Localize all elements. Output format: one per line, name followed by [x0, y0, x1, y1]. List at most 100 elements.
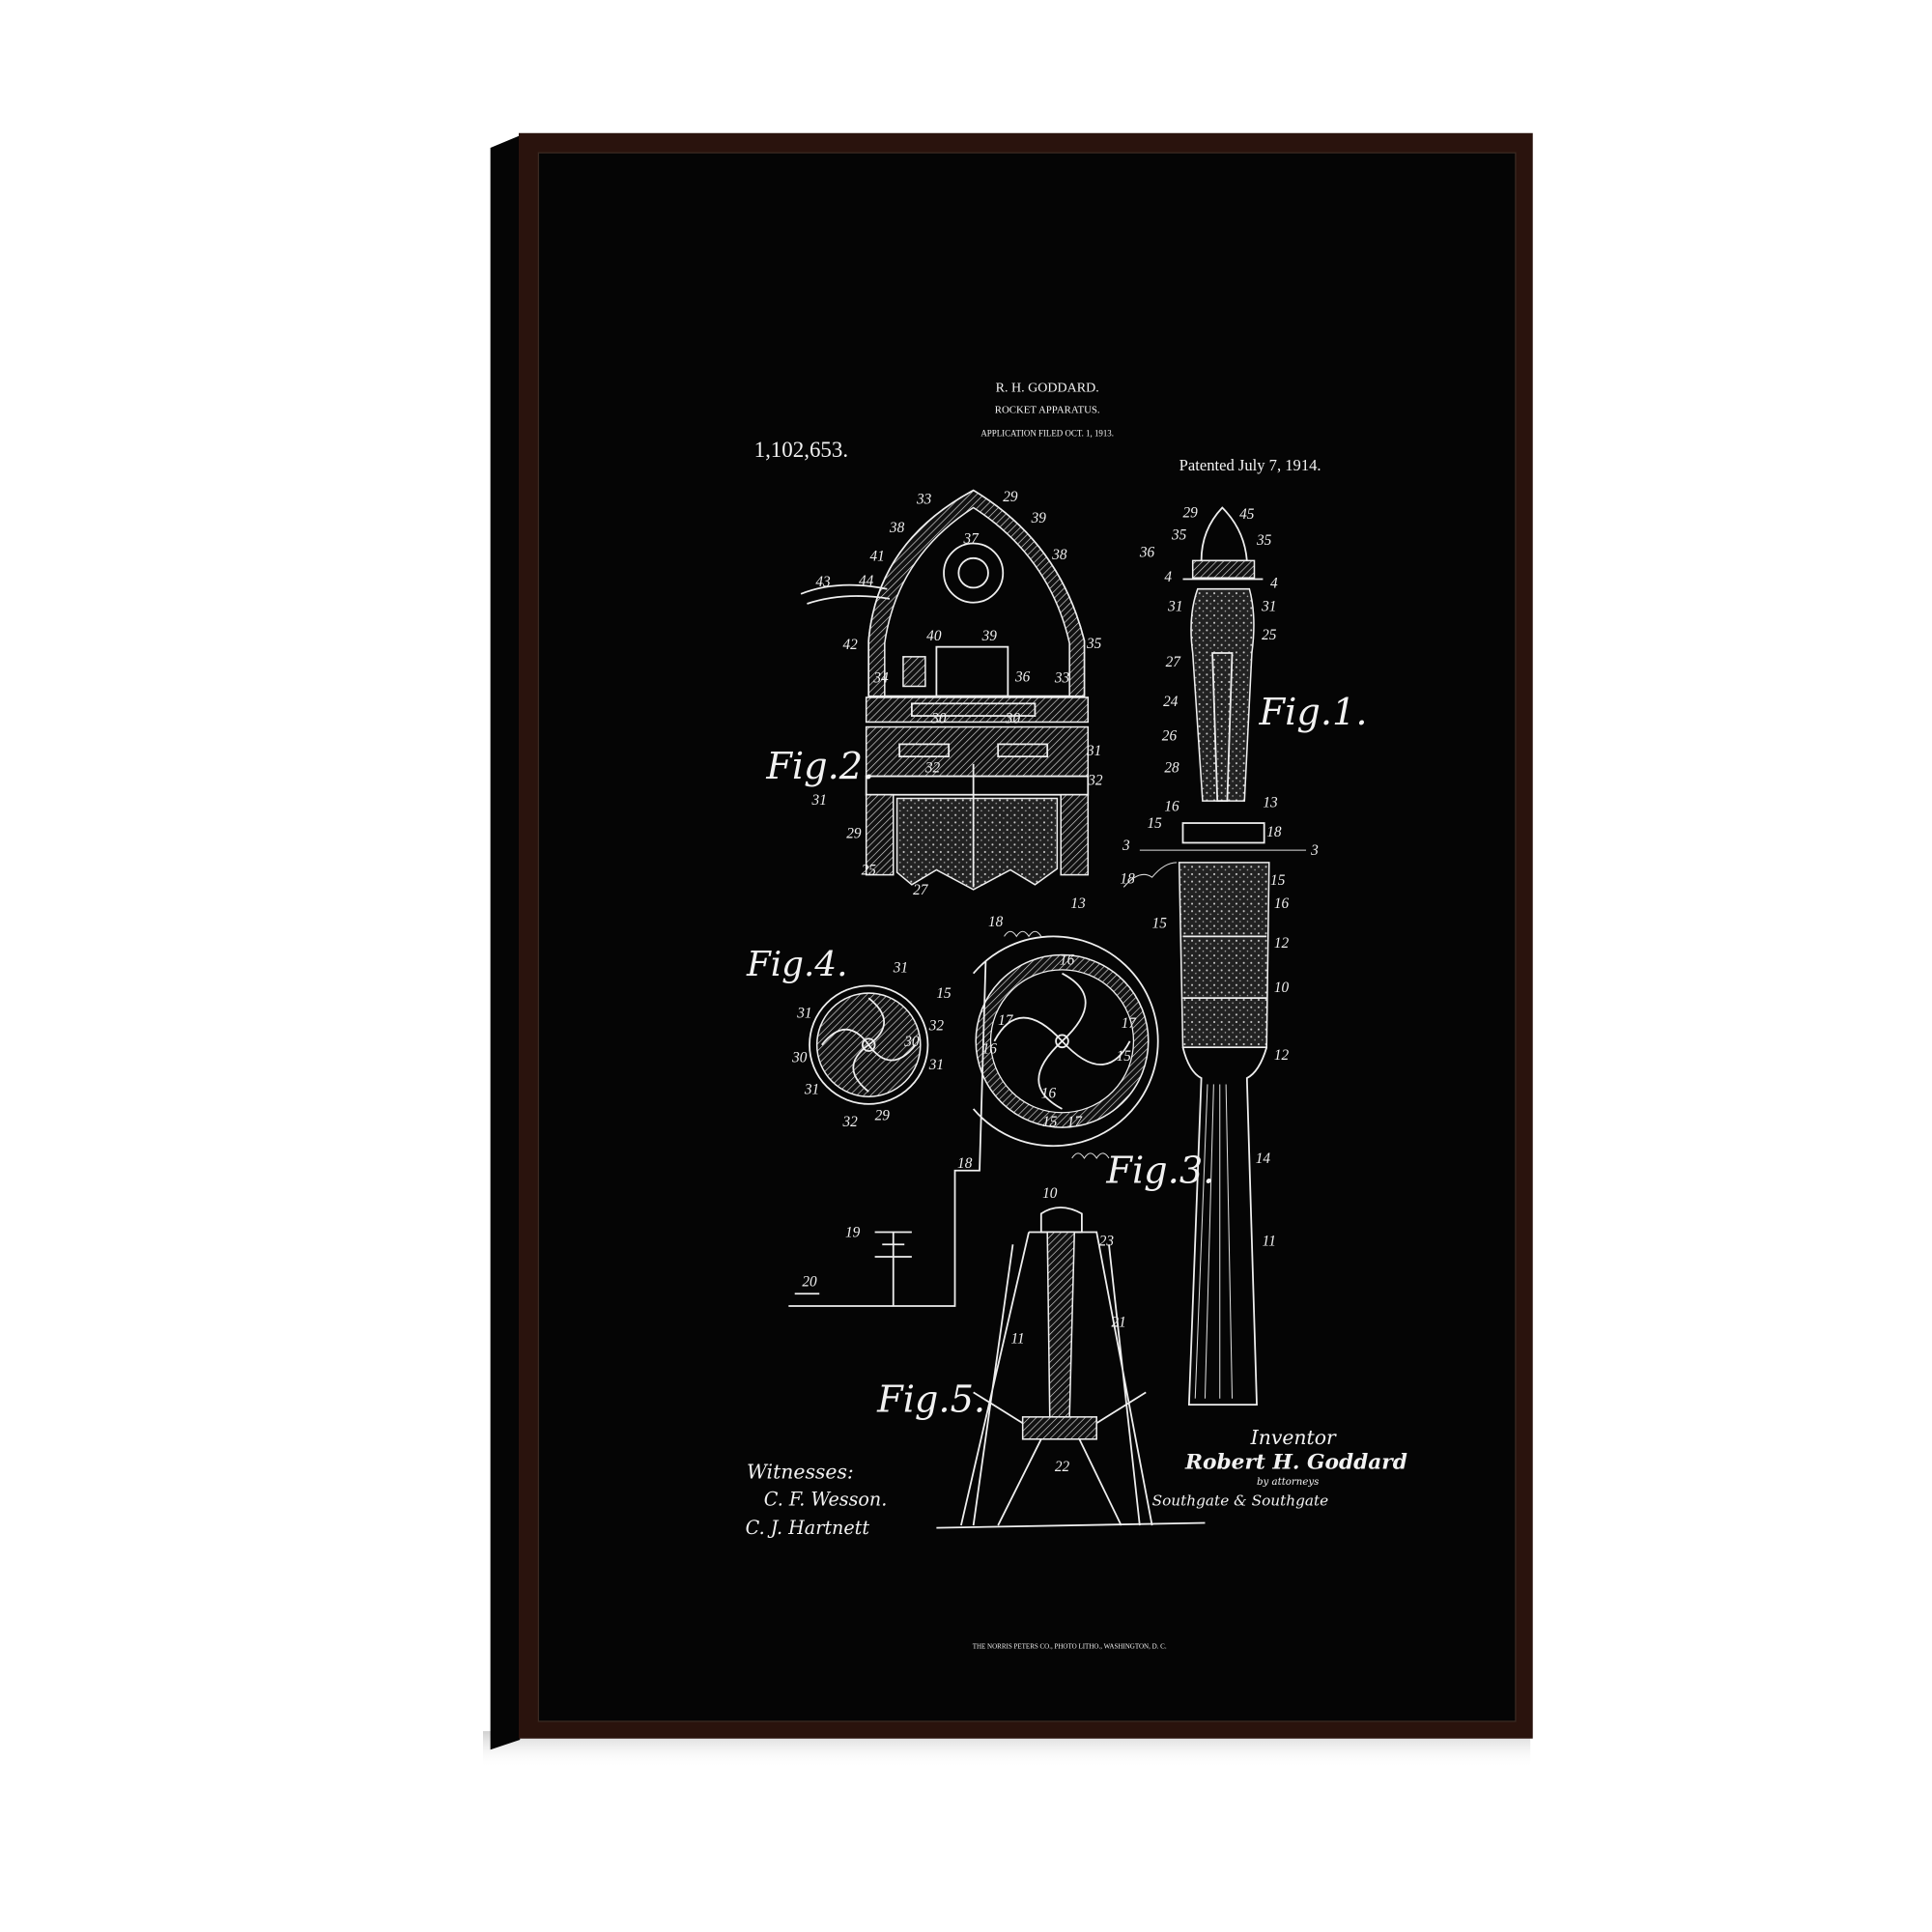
part-number-label: 34: [872, 670, 889, 687]
part-number-label: 36: [1014, 668, 1031, 685]
canvas: [537, 152, 1517, 1722]
part-number-label: 13: [1263, 794, 1278, 810]
part-number-label: 27: [913, 882, 929, 898]
part-number-label: 13: [1070, 895, 1086, 912]
by-attorneys: by attorneys: [1257, 1477, 1319, 1488]
figure-5-drawing: [936, 1207, 1206, 1529]
part-number-label: 39: [1031, 510, 1047, 526]
part-number-label: 17: [1067, 1114, 1084, 1130]
part-number-label: 31: [796, 1006, 811, 1022]
part-number-label: 15: [1117, 1048, 1132, 1065]
part-number-label: 31: [1167, 599, 1182, 615]
part-number-label: 23: [1099, 1234, 1115, 1250]
part-number-label: 24: [1163, 694, 1179, 710]
inventor-name-header: R. H. GODDARD.: [996, 381, 1099, 396]
part-number-label: 37: [962, 531, 980, 548]
part-number-label: 31: [893, 959, 908, 976]
part-number-label: 30: [1005, 711, 1021, 727]
part-number-label: 16: [1274, 895, 1290, 912]
figure-1-drawing: [1122, 506, 1307, 1406]
part-number-label: 43: [815, 574, 831, 590]
part-number-label: 31: [1086, 743, 1101, 759]
part-number-label: 12: [1274, 935, 1290, 952]
patent-title: ROCKET APPARATUS.: [995, 404, 1100, 415]
part-number-label: 14: [1256, 1151, 1271, 1167]
inventor-signature: Robert H. Goddard: [1184, 1450, 1407, 1474]
fig-2-label: Fig.2.: [765, 745, 874, 788]
frame-side: [490, 135, 521, 1750]
part-number-label: 38: [889, 520, 905, 536]
part-number-label: 29: [1182, 505, 1198, 522]
part-number-label: 42: [842, 637, 858, 653]
part-number-label: 15: [1042, 1114, 1058, 1130]
part-number-label: 30: [930, 711, 947, 727]
printer-footer: THE NORRIS PETERS CO., PHOTO LITHO., WAS…: [973, 1643, 1167, 1651]
part-number-label: 32: [841, 1114, 858, 1130]
part-number-label: 25: [1262, 627, 1277, 643]
part-number-label: 45: [1239, 506, 1255, 523]
filed-date: APPLICATION FILED OCT. 1, 1913.: [980, 429, 1114, 439]
part-number-label: 3: [1310, 842, 1319, 859]
part-number-label: 27: [1166, 654, 1182, 670]
part-number-label: 15: [1152, 915, 1168, 931]
part-number-label: 10: [1042, 1185, 1058, 1202]
part-number-label: 29: [875, 1107, 891, 1123]
part-number-label: 35: [1086, 636, 1102, 652]
part-number-label: 15: [936, 985, 952, 1002]
part-number-label: 31: [928, 1057, 944, 1073]
figure-2-drawing: [800, 489, 1090, 891]
part-number-label: 17: [998, 1012, 1014, 1029]
part-number-label: 36: [1139, 545, 1155, 561]
part-number-label: 18: [988, 914, 1004, 930]
part-number-label: 11: [1263, 1234, 1276, 1250]
part-number-label: 29: [846, 825, 862, 841]
part-number-label: 16: [982, 1041, 998, 1058]
part-number-label: 40: [926, 628, 942, 644]
part-number-label: 30: [903, 1034, 920, 1050]
inventor-label: Inventor: [1250, 1426, 1337, 1449]
part-number-label: 15: [1148, 815, 1163, 832]
part-number-label: 32: [1087, 773, 1103, 789]
part-number-label: 32: [928, 1017, 945, 1034]
fig-4-label: Fig.4.: [746, 945, 847, 984]
figure-3-drawing: [788, 930, 1159, 1307]
part-number-label: 4: [1164, 569, 1172, 585]
part-number-label: 31: [804, 1082, 819, 1098]
part-number-label: 31: [811, 792, 827, 809]
fig-3-label: Fig.3.: [1105, 1149, 1214, 1192]
part-number-label: 18: [1120, 871, 1135, 888]
part-number-label: 22: [1055, 1459, 1070, 1475]
part-number-label: 20: [802, 1274, 817, 1291]
fig-5-label: Fig.5.: [876, 1378, 985, 1422]
patented-date: Patented July 7, 1914.: [1179, 456, 1321, 474]
fig-1-label: Fig.1.: [1259, 691, 1368, 734]
part-number-label: 15: [1270, 872, 1286, 889]
part-number-label: 3: [1122, 838, 1130, 854]
part-number-label: 17: [1122, 1015, 1138, 1032]
part-number-label: 19: [845, 1225, 861, 1241]
part-number-label: 29: [1003, 489, 1018, 505]
part-number-label: 33: [916, 492, 932, 508]
part-number-label: 18: [1266, 824, 1282, 840]
part-number-label: 26: [1162, 728, 1178, 745]
part-number-label: 4: [1270, 575, 1278, 591]
part-number-label: 25: [862, 863, 877, 879]
part-number-label: 10: [1274, 980, 1290, 996]
part-number-label: 35: [1171, 527, 1187, 544]
patent-number: 1,102,653.: [754, 438, 848, 462]
part-number-label: 32: [924, 760, 941, 777]
part-number-label: 18: [957, 1155, 973, 1172]
part-number-label: 16: [1164, 798, 1179, 814]
part-number-label: 31: [1261, 599, 1276, 615]
part-number-label: 16: [1060, 952, 1075, 969]
part-number-label: 16: [1041, 1085, 1057, 1101]
part-number-label: 39: [981, 628, 998, 644]
part-number-label: 12: [1274, 1047, 1290, 1064]
part-number-label: 28: [1164, 760, 1179, 777]
part-number-label: 41: [870, 548, 885, 564]
part-number-label: 30: [791, 1049, 808, 1065]
part-number-label: 35: [1256, 532, 1272, 549]
part-number-label: 11: [1010, 1330, 1024, 1347]
